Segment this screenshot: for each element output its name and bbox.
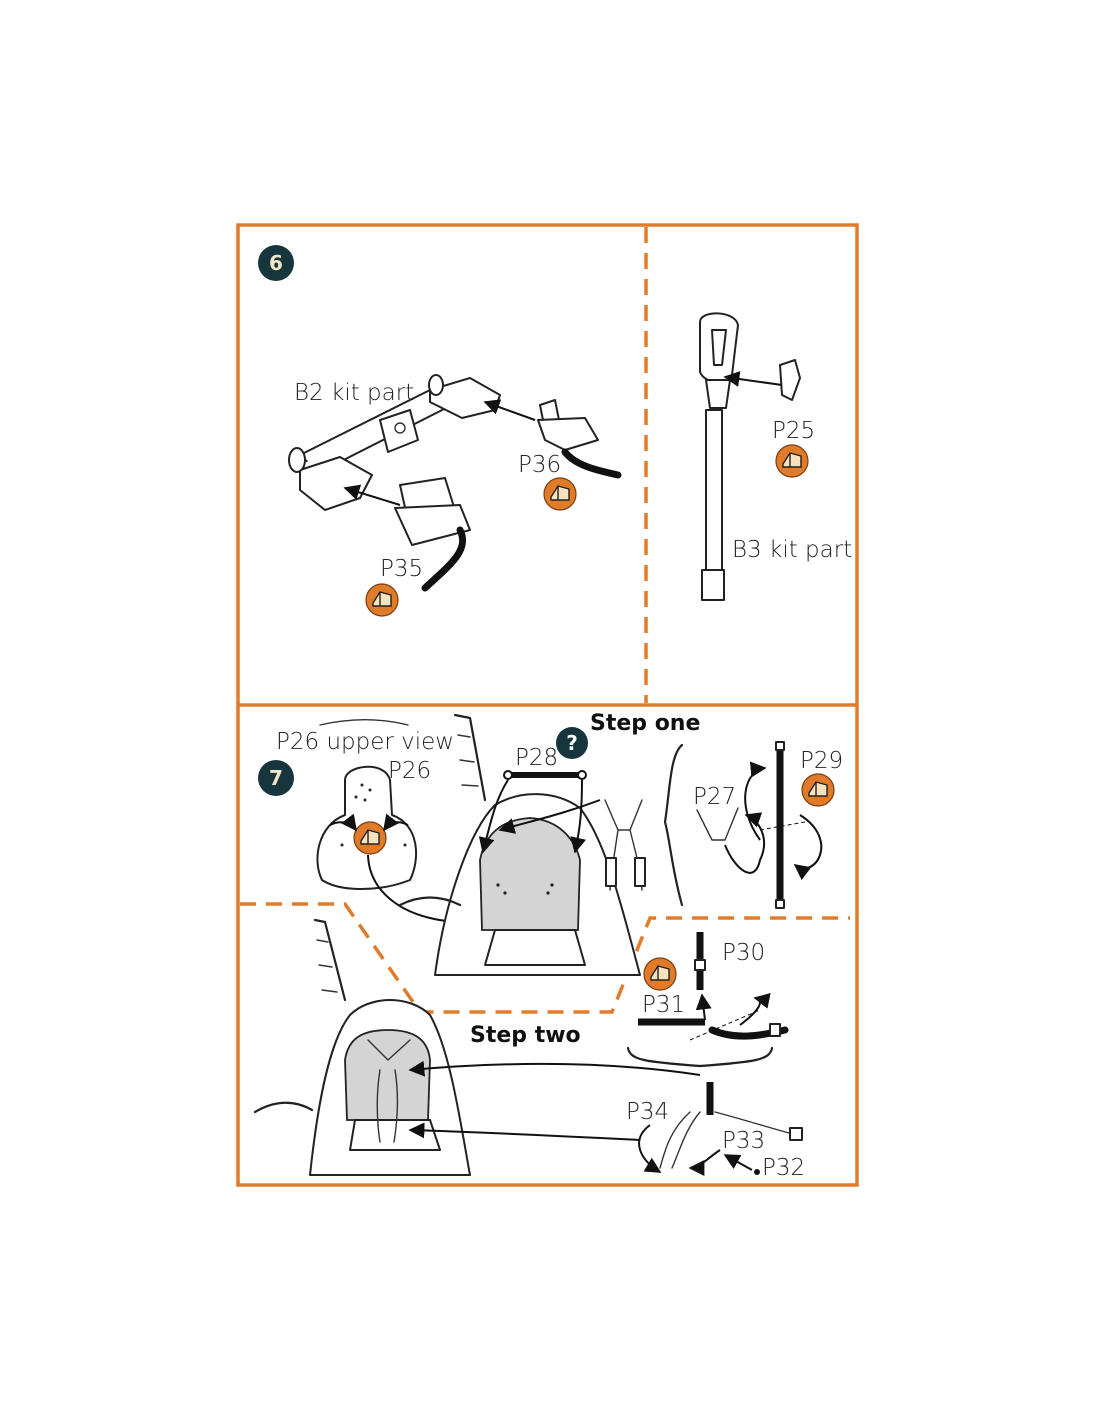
b3-stick-drawing: [699, 312, 739, 601]
arrow-fold-left: [329, 813, 357, 832]
arrow-assembly-to-seat: [408, 1060, 701, 1077]
p27-part-drawing: [696, 807, 739, 841]
label-p29: P29: [800, 748, 843, 774]
step7-divider-dashed: [240, 902, 850, 1014]
arrow-p32: [723, 1154, 753, 1171]
label-p34: P34: [626, 1099, 669, 1125]
label-p27: P27: [693, 784, 736, 810]
p31-strap-drawing: [638, 1009, 789, 1041]
arrow-p31-fold: [739, 992, 771, 1026]
arrow-p35-to-b2: [343, 484, 401, 506]
bend-part-tool-icon: [353, 821, 387, 855]
arrow-buckle-to-seat: [408, 1122, 641, 1141]
lower-brace: [626, 1046, 774, 1068]
step-two-heading: Step two: [470, 1023, 581, 1048]
p25-part-drawing: [779, 359, 801, 401]
p36-part-drawing: [537, 399, 622, 479]
label-p25: P25: [772, 418, 815, 444]
step7-number: 7: [269, 766, 283, 790]
step7-badge: 7: [258, 760, 294, 796]
question-mark-icon: ?: [556, 727, 588, 759]
label-p26: P26: [388, 758, 431, 784]
harness-assembly-drawing: [659, 1082, 803, 1169]
label-b2-kit-part: B2 kit part: [294, 380, 414, 406]
p29-strap-drawing: [759, 741, 806, 909]
label-p28: P28: [515, 745, 558, 771]
optional-mark: ?: [566, 731, 578, 755]
arrow-p34: [638, 1124, 662, 1173]
step6-number: 6: [269, 251, 283, 275]
arrow-fold-right: [383, 813, 409, 832]
step6-badge: 6: [258, 245, 294, 281]
bend-part-tool-icon: [775, 444, 809, 478]
arrow-p36-to-b2: [483, 399, 536, 421]
p30-strap-drawing: [694, 932, 706, 990]
bend-part-tool-icon: [643, 957, 677, 991]
p28-bar-drawing: [503, 770, 587, 780]
shoulder-strap-pair-drawing: [604, 799, 646, 891]
label-p33: P33: [722, 1128, 765, 1154]
p32-part-drawing: [754, 1169, 760, 1175]
arrow-p29-loop-left: [744, 761, 767, 841]
p35-part-drawing: [394, 477, 471, 592]
arrow-p29-loop-right: [793, 814, 823, 881]
arrow-p30-fold: [695, 993, 712, 1021]
arrow-p27-fold: [724, 812, 765, 874]
arrow-p33: [688, 1149, 721, 1176]
label-p35: P35: [380, 556, 423, 582]
label-p26-upper-view: P26 upper view: [276, 729, 454, 755]
label-p36: P36: [518, 452, 561, 478]
label-p31: P31: [642, 992, 685, 1018]
group-brace: [663, 743, 684, 907]
arrow-p28-right: [570, 779, 586, 854]
frame-outer: [236, 223, 859, 1187]
bend-part-tool-icon: [543, 477, 577, 511]
bend-part-tool-icon: [801, 773, 835, 807]
bend-part-tool-icon: [365, 583, 399, 617]
arrow-straps-to-seat: [498, 799, 601, 834]
upper-view-arc: [319, 719, 409, 726]
arrow-p25-to-b3: [723, 371, 783, 387]
label-p30: P30: [722, 940, 765, 966]
step-one-heading: Step one: [590, 711, 700, 736]
arrow-p28-left: [478, 779, 509, 854]
label-b3-kit-part: B3 kit part: [732, 537, 852, 563]
label-p32: P32: [762, 1155, 805, 1181]
